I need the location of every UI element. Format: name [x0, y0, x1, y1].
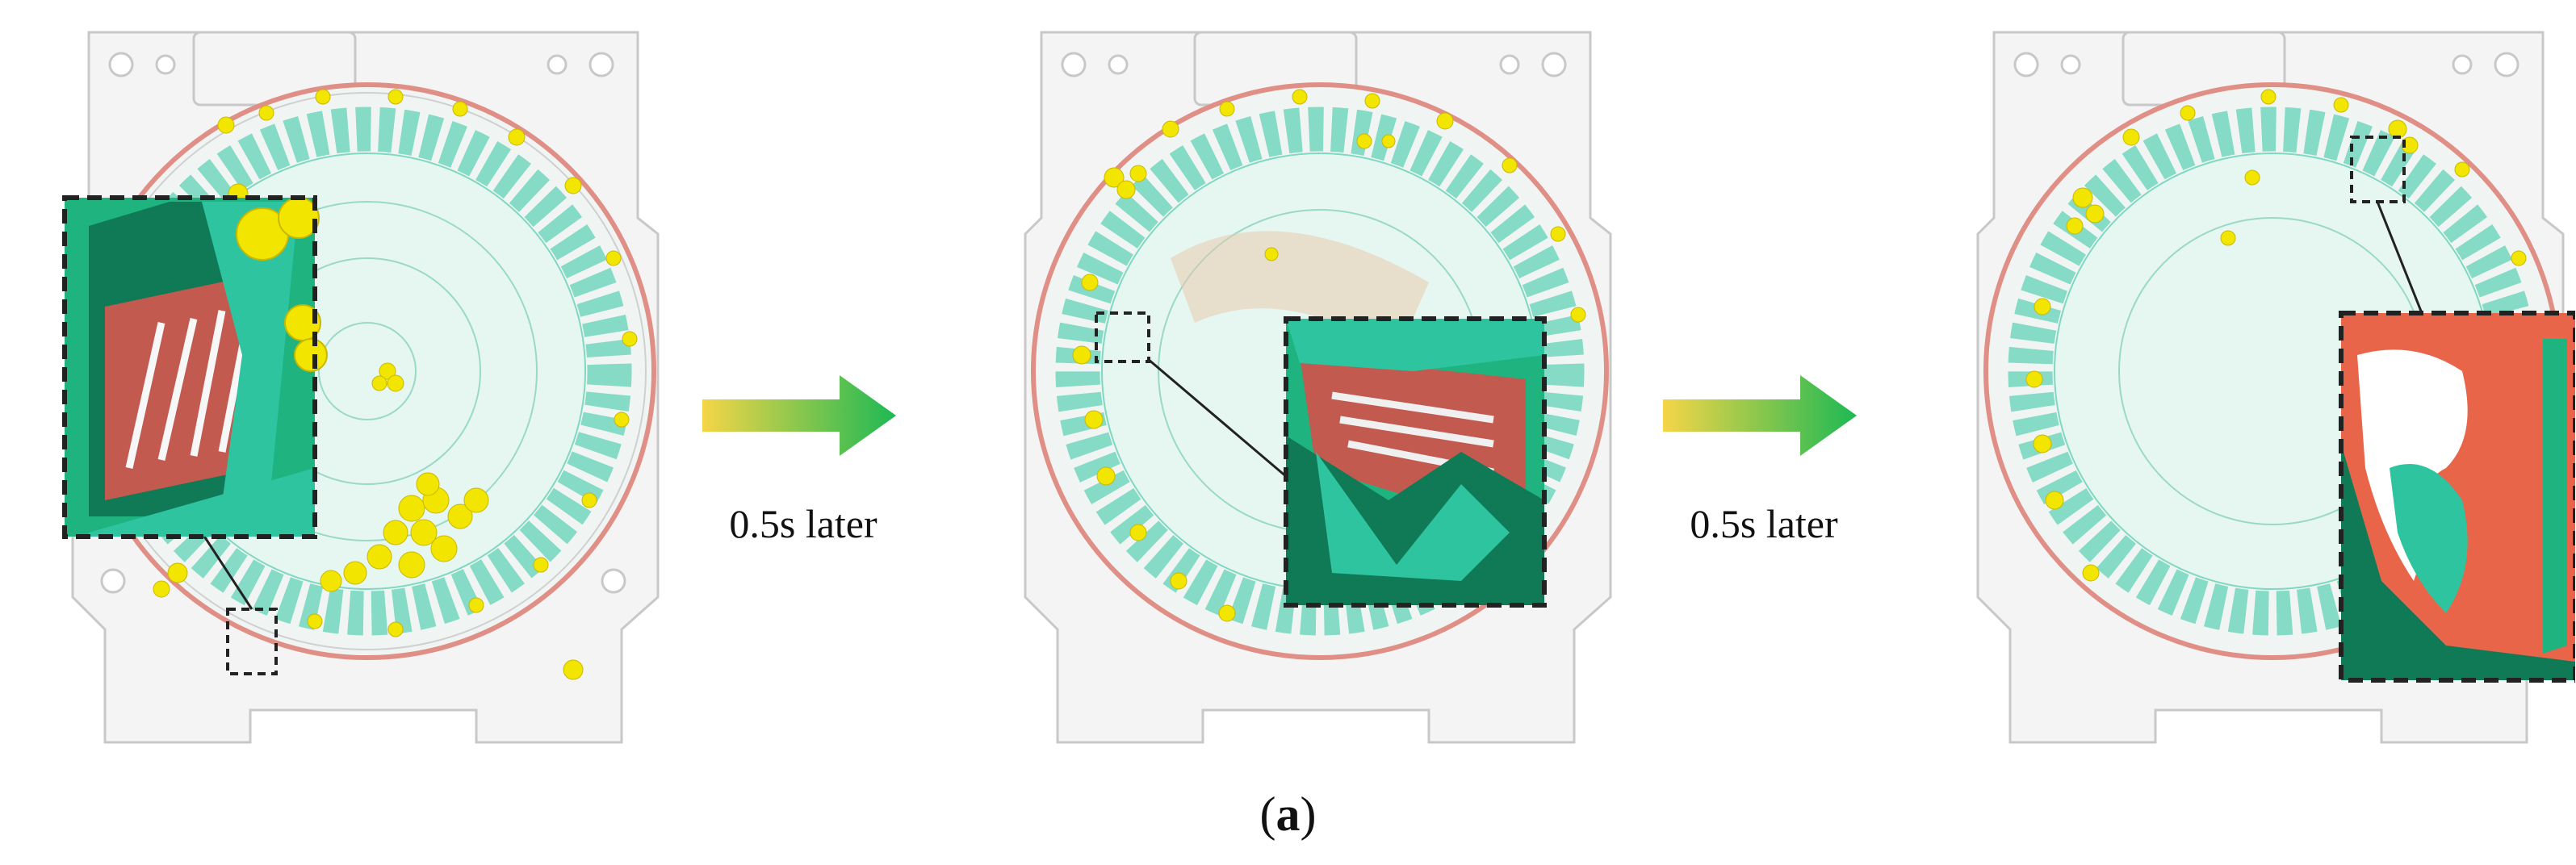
- zoom-region-marker: [226, 608, 278, 675]
- zoom-inset: [1284, 316, 1547, 608]
- time-step-arrow-1: 0.5s later: [694, 371, 904, 573]
- oil-particles: [153, 89, 638, 680]
- time-step-arrow-2: 0.5s later: [1655, 371, 1865, 573]
- zoom-region-marker: [1095, 311, 1150, 363]
- gradient-arrow-icon: [702, 375, 896, 456]
- time-step-label: 0.5s later: [1690, 501, 1838, 546]
- caption-open-paren: (: [1259, 788, 1276, 841]
- caption-letter: a: [1275, 788, 1301, 841]
- stator-simulation-panel-1: [57, 16, 670, 758]
- zoom-leader-line: [1147, 357, 1288, 479]
- gradient-arrow-icon: [1663, 375, 1857, 456]
- figure-caption: (a): [0, 787, 2576, 842]
- stator-simulation-panel-3: [1962, 16, 2575, 758]
- zoom-inset: [62, 195, 328, 539]
- zoom-leader-line: [200, 532, 253, 610]
- caption-close-paren: ): [1300, 788, 1317, 841]
- oil-particles: [1072, 89, 1586, 622]
- stator-simulation-panel-2: [1009, 16, 1623, 758]
- zoom-inset: [2339, 311, 2575, 683]
- zoom-leader-line: [2376, 201, 2423, 314]
- time-step-label: 0.5s later: [729, 501, 878, 546]
